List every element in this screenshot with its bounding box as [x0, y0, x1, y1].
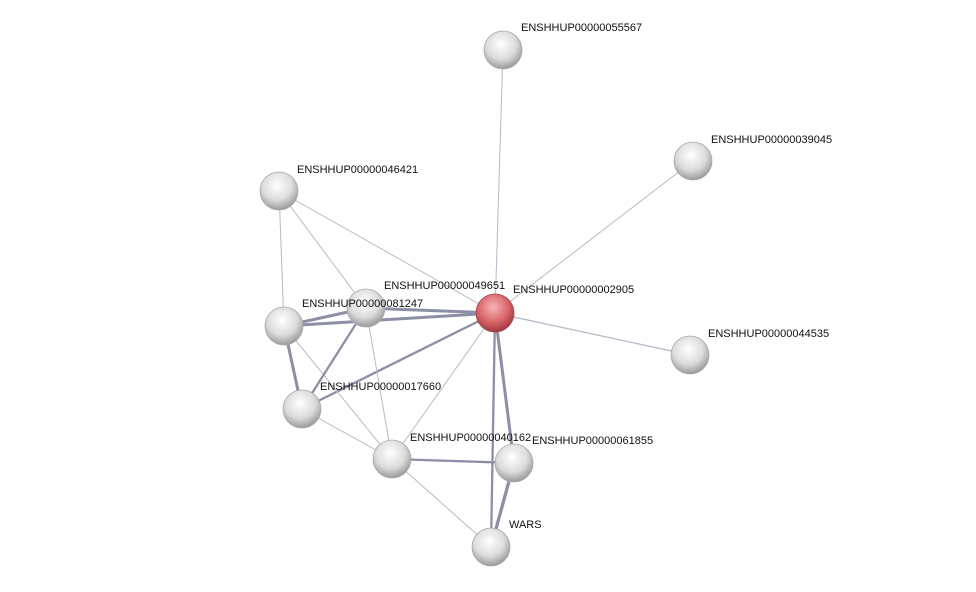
- protein-node[interactable]: [670, 335, 710, 375]
- edge-E-H[interactable]: [301, 307, 367, 410]
- node-label: WARS: [509, 519, 542, 531]
- edge-F-E[interactable]: [365, 306, 496, 315]
- node-label: ENSHHUP00000046421: [297, 164, 418, 176]
- edge-I-J[interactable]: [391, 457, 515, 465]
- protein-node[interactable]: [282, 389, 322, 429]
- protein-node[interactable]: [483, 30, 523, 70]
- node-label: ENSHHUP00000055567: [521, 22, 642, 34]
- edge-F-K[interactable]: [489, 312, 497, 548]
- node-label: ENSHHUP00000017660: [320, 381, 441, 393]
- node-label: ENSHHUP00000044535: [708, 328, 829, 340]
- edge-E-I[interactable]: [365, 307, 393, 460]
- node-label: ENSHHUP00000039045: [711, 134, 832, 146]
- edge-F-J[interactable]: [493, 312, 516, 464]
- node-label: ENSHHUP00000081247: [302, 298, 423, 310]
- node-label: ENSHHUP00000002905: [513, 284, 634, 296]
- edge-F-H[interactable]: [301, 311, 496, 411]
- nodes-layer: [259, 30, 713, 567]
- protein-node[interactable]: [471, 527, 511, 567]
- node-label: ENSHHUP00000040162: [410, 432, 531, 444]
- protein-node[interactable]: [346, 288, 386, 328]
- edge-F-C[interactable]: [278, 190, 496, 314]
- edge-F-B[interactable]: [494, 160, 694, 314]
- labels-layer: ENSHHUP00000055567ENSHHUP00000039045ENSH…: [297, 22, 832, 531]
- edge-F-I[interactable]: [391, 312, 496, 460]
- protein-node[interactable]: [372, 439, 412, 479]
- node-label: ENSHHUP00000061855: [532, 435, 653, 447]
- edge-F-D[interactable]: [283, 311, 496, 328]
- edge-C-D[interactable]: [278, 190, 285, 327]
- protein-node[interactable]: [259, 171, 299, 211]
- query-protein-node[interactable]: [475, 293, 515, 333]
- edge-I-K[interactable]: [391, 458, 492, 548]
- edge-F-G[interactable]: [494, 312, 691, 356]
- edge-C-E[interactable]: [278, 190, 367, 309]
- protein-node[interactable]: [264, 306, 304, 346]
- protein-node[interactable]: [494, 443, 534, 483]
- node-label: ENSHHUP00000049651: [384, 280, 505, 292]
- protein-node[interactable]: [673, 141, 713, 181]
- edge-D-I[interactable]: [283, 325, 393, 460]
- edge-F-A[interactable]: [494, 49, 504, 314]
